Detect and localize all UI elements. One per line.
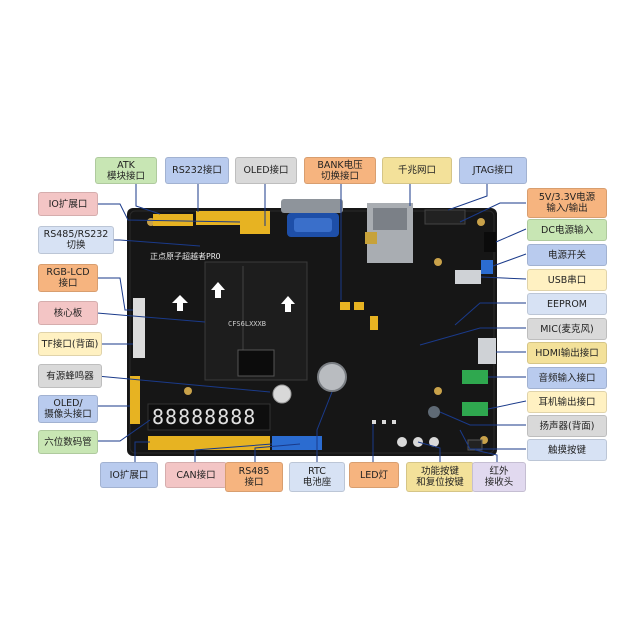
- label-jtag: JTAG接口: [459, 157, 527, 184]
- connector-line: [459, 202, 526, 223]
- label-rtc-battery: RTC 电池座: [289, 462, 345, 492]
- label-gigabit-ethernet: 千兆网口: [382, 157, 452, 184]
- label-rs485-rs232-switch: RS485/RS232 切换: [38, 226, 114, 254]
- label-audio-in: 音频输入接口: [527, 367, 607, 389]
- label-bank-voltage: BANK电压 切换接口: [304, 157, 376, 184]
- power-switch: [481, 260, 493, 274]
- core-chip-silkscreen: CFS6LXXXB: [228, 320, 266, 328]
- connector-line: [135, 180, 161, 215]
- connector-line: [97, 277, 133, 311]
- connector-line: [417, 441, 441, 462]
- connector-line: [96, 375, 271, 393]
- connector-line: [254, 443, 301, 462]
- label-active-buzzer: 有源蜂鸣器: [38, 364, 102, 388]
- label-io-expansion-top: IO扩展口: [38, 192, 98, 216]
- arrow-mark: [281, 296, 295, 312]
- arrow-mark: [211, 282, 225, 298]
- fpga-chip: [237, 349, 275, 377]
- label-power-switch: 电源开关: [527, 244, 607, 266]
- dc-jack: [484, 232, 496, 252]
- touch-key: [428, 406, 440, 418]
- connector-line: [113, 239, 201, 247]
- connector-line: [492, 253, 527, 267]
- hdmi-port: [478, 338, 496, 364]
- label-touch-key: 触摸按键: [527, 439, 607, 461]
- label-function-reset-keys: 功能按键 和复位按键: [406, 462, 474, 492]
- connector-line: [439, 411, 526, 426]
- bank-jumper: [354, 302, 364, 310]
- atk-module-header: [153, 214, 193, 226]
- connector-line: [480, 276, 527, 280]
- label-core-board: 核心板: [38, 301, 98, 325]
- can-rs485-terminals: [272, 436, 322, 450]
- label-headphone-out: 耳机输出接口: [527, 391, 607, 413]
- buzzer: [272, 384, 292, 404]
- led: [382, 420, 386, 424]
- label-mic: MIC(麦克风): [527, 318, 607, 340]
- label-io-expansion-bottom: IO扩展口: [100, 462, 158, 488]
- function-key: [429, 437, 439, 447]
- audio-in-jack: [462, 370, 488, 384]
- connector-line: [97, 203, 241, 223]
- label-rgb-lcd: RGB-LCD 接口: [38, 264, 98, 292]
- bank-jumper: [370, 316, 378, 330]
- mounting-hole: [184, 387, 192, 395]
- jtag-header: [424, 209, 466, 225]
- label-rs485: RS485 接口: [225, 462, 283, 492]
- io-expansion-header-top: [196, 211, 270, 225]
- label-oled-port: OLED接口: [235, 157, 297, 184]
- led: [372, 420, 376, 424]
- bank-jumper: [340, 302, 350, 310]
- connector-line: [495, 228, 527, 243]
- label-six-digit-display: 六位数码管: [38, 430, 98, 454]
- db9-connector: [281, 199, 343, 213]
- rtc-battery: [317, 362, 347, 392]
- mounting-hole: [434, 387, 442, 395]
- label-can: CAN接口: [165, 462, 227, 488]
- label-oled-camera: OLED/ 摄像头接口: [38, 395, 98, 423]
- connector-line: [474, 449, 498, 462]
- label-power-5v-3v3: 5V/3.3V电源 输入/输出: [527, 188, 607, 218]
- connector-line: [454, 302, 526, 326]
- label-atk-module: ATK 模块接口: [95, 157, 157, 184]
- io-header-bottom: [148, 436, 270, 450]
- connector-line: [447, 180, 488, 211]
- label-led: LED灯: [349, 462, 399, 488]
- label-infrared: 红外 接收头: [472, 462, 526, 492]
- seven-segment-display: [147, 403, 271, 431]
- label-usb-uart: USB串口: [527, 269, 607, 291]
- connector-lines: [96, 180, 527, 462]
- usb-port: [455, 270, 481, 284]
- brand-silkscreen: 正点原子超越者PRO: [150, 251, 221, 261]
- led: [392, 420, 396, 424]
- label-rs232: RS232接口: [165, 157, 229, 184]
- label-dc-power: DC电源输入: [527, 219, 607, 241]
- connector-line: [194, 443, 273, 462]
- label-tf-card: TF接口(背面): [38, 332, 102, 356]
- function-key: [397, 437, 407, 447]
- seven-segment-digits: 88888888: [152, 405, 256, 429]
- label-hdmi-out: HDMI输出接口: [527, 342, 607, 364]
- label-speaker: 扬声器(背面): [527, 415, 607, 437]
- mounting-hole: [434, 258, 442, 266]
- connector-line: [97, 419, 151, 442]
- label-eeprom: EEPROM: [527, 293, 607, 315]
- connector-line: [459, 429, 526, 450]
- connector-line: [134, 441, 150, 462]
- arrow-mark: [172, 295, 188, 311]
- rgb-lcd-fpc: [133, 298, 145, 358]
- mounting-hole: [477, 218, 485, 226]
- connector-line: [96, 312, 206, 323]
- connector-line: [316, 391, 333, 462]
- io-header-left: [130, 376, 140, 424]
- connector-line: [419, 327, 526, 346]
- connector-line: [487, 400, 527, 410]
- headphone-jack: [462, 402, 488, 416]
